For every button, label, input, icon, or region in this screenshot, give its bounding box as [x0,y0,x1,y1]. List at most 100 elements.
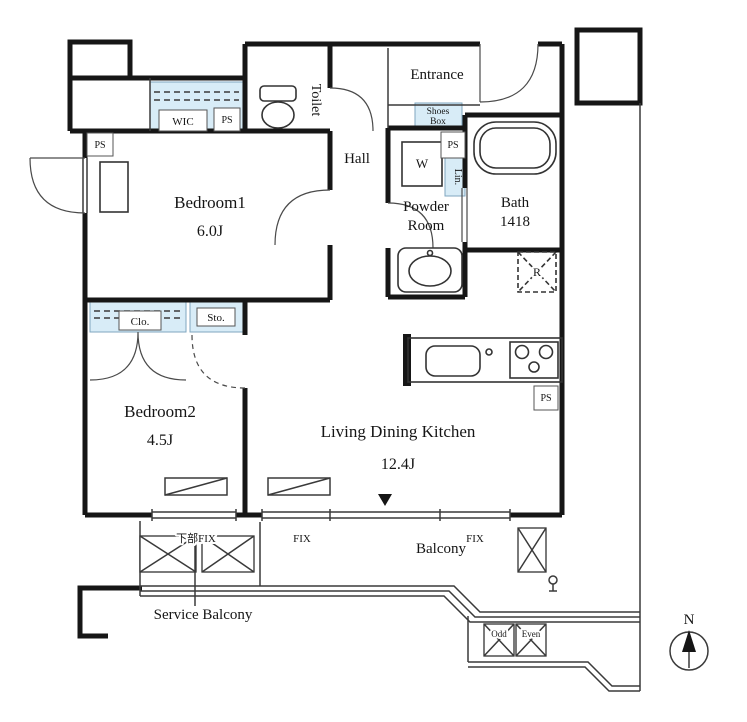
ps-box-3 [440,131,466,159]
odd-label: Odd [491,629,507,639]
closet-label-tag [118,310,162,331]
vent-bedroom2 [164,477,228,496]
balcony-structure [139,103,641,692]
window-direction-marker [378,494,392,506]
kitchen-counter-end-wall [403,334,411,386]
odd-box-cross [483,623,515,657]
wic-label: WIC [172,116,193,128]
bath-label: Bath [501,195,530,211]
ps-box-4 [533,385,559,411]
windows [82,158,511,521]
powder-room-label-2: Room [408,218,445,234]
refrigerator-space [517,251,557,293]
bedroom1-label: Bedroom1 [174,193,246,212]
service-balcony-unit-2-cross [201,535,255,573]
closet-door-arcs [89,331,187,381]
ps-label-4: PS [540,393,551,404]
stove-burner-2 [538,344,554,360]
toilet-bowl-icon [261,101,295,129]
refrigerator-label: R [533,265,541,279]
stove-burner-3 [528,361,540,373]
bedroom2-label: Bedroom2 [124,402,196,421]
balcony-unit-right-cross [517,527,547,573]
powder-room-door-arc [387,202,434,249]
structure-block-top-left [67,39,133,81]
building-right-edge [467,103,641,691]
ps-box-2 [86,132,114,157]
storage-label: Sto. [207,312,225,324]
bedroom2-size-label: 4.5J [147,432,173,449]
linen-label: Lin. [452,169,463,185]
toilet-door-arc [329,87,374,132]
ps-box-1 [213,107,241,132]
compass-n-label: N [684,612,695,628]
bottom-left-wall-stub [77,585,142,639]
toilet-label: Toilet [308,84,323,117]
toilet-icon [259,85,297,102]
exterior-shaft-door-arc [29,157,86,214]
bath-sliding-door [461,188,468,242]
wic-hanger-rail [154,91,239,101]
fix-left-label: FIX [293,533,311,545]
room-labels: Bedroom1 6.0J Bedroom2 4.5J Living Dinin… [124,67,530,473]
bathtub-inner-icon [479,127,551,169]
vent-ldk-diagonal [267,477,331,496]
window-mullions [151,509,511,521]
lower-fix-label: 下部FIX [176,531,216,545]
stove-icon [509,341,559,379]
structure-block-top-right [574,27,643,106]
even-box-cross [515,623,547,657]
washbasin-icon [408,255,452,287]
stove-burner-1 [514,344,530,360]
bedroom1-door-arc [274,189,331,246]
shoes-box-area [414,102,463,128]
bath-size-label: 1418 [500,214,530,230]
faucet-icon [548,575,558,592]
lower-right-railing-lines [468,661,640,692]
outdoor-labels: Balcony Service Balcony FIX FIX 下部FIX Od… [152,529,543,641]
washbasin-faucet-icon [426,249,434,257]
floor-vents [164,477,331,496]
storage-areas [89,81,466,333]
bedroom2-door-arc [191,334,246,389]
kitchen-counter [407,337,563,383]
ps-label-2: PS [94,140,105,151]
closet-label: Clo. [131,316,150,328]
hall-label: Hall [344,151,370,167]
kitchen-faucet-icon [485,348,493,356]
ps-label-1: PS [221,115,232,126]
wic-label-tag [158,109,208,132]
bathtub-icon [473,121,557,175]
shoes-box-label-1: Shoes [427,107,450,117]
balcony-railing-lines [140,585,640,623]
storage-label-tag [196,307,236,327]
shaft-labels: PS PS PS PS [94,115,551,404]
washer-label: W [416,156,429,171]
ldk-size-label: 12.4J [381,456,415,473]
shaft-boxes [86,107,559,411]
window-glass-lines [152,511,510,519]
doors [29,43,539,389]
entrance-door-arc [479,43,539,103]
fixtures [99,85,563,383]
ldk-label: Living Dining Kitchen [321,422,476,441]
vent-bedroom2-diagonal [164,477,228,496]
entrance-label: Entrance [410,67,464,83]
storage-labels: WIC Clo. Sto. Shoes Box Lin. [131,107,463,328]
left-wall-opening [82,158,88,213]
fixture-labels: W R [416,156,543,281]
bedroom1-size-label: 6.0J [197,223,223,240]
shoes-box-label-2: Box [430,117,446,127]
ps-label-3: PS [447,140,458,151]
washbasin-counter-icon [397,247,463,293]
washing-machine-box [401,141,443,187]
service-balcony-label: Service Balcony [154,607,253,623]
even-label: Even [522,629,541,639]
powder-room-label-1: Powder [403,199,449,215]
kitchen-sink-icon [425,345,481,377]
service-balcony-unit-1-cross [139,535,197,573]
pipe-shaft-box [99,161,129,213]
fix-right-label: FIX [466,533,484,545]
